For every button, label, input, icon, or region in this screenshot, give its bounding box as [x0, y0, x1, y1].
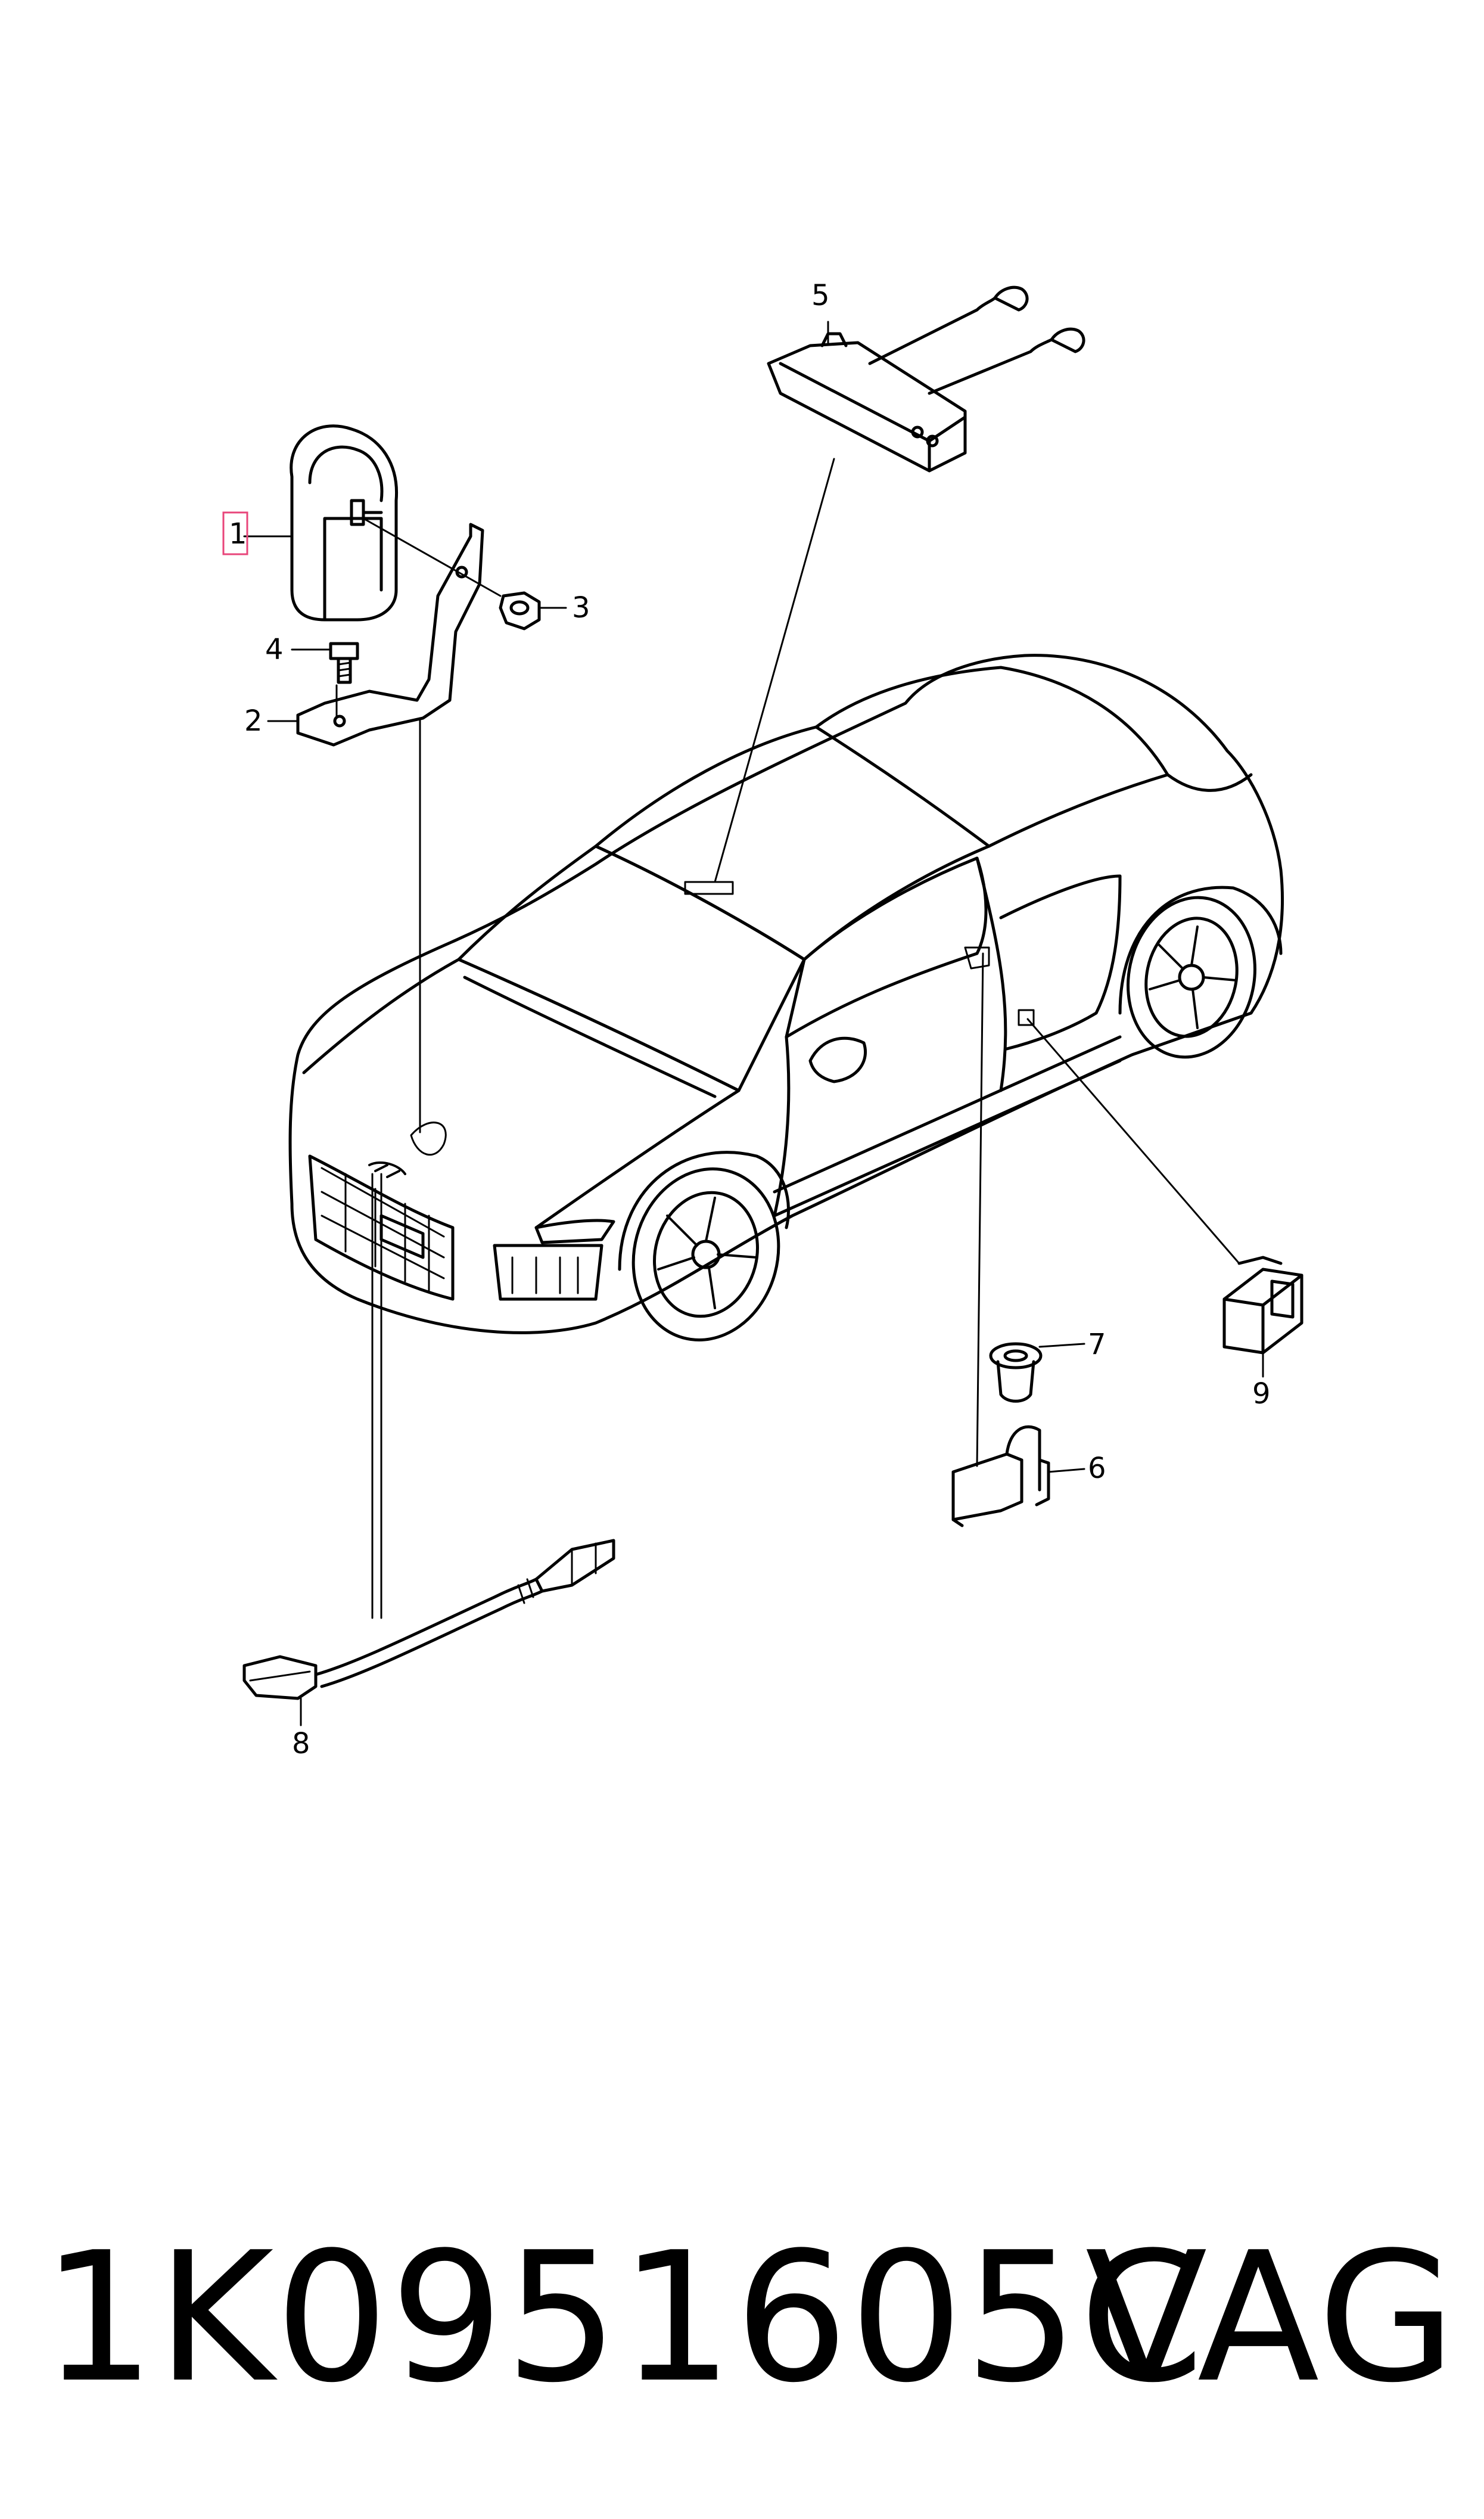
leader-lines: [243, 321, 1264, 1726]
callout-6: 6: [1088, 1452, 1106, 1485]
grommet-part: [989, 1342, 1043, 1403]
latch-switch-part: [1222, 1256, 1303, 1355]
bolt-part: [329, 642, 359, 684]
wiring-harness-part: [242, 1539, 615, 1700]
callout-5: 5: [811, 279, 830, 312]
door-contact-part: [951, 1425, 1050, 1527]
callout-8: 8: [292, 1727, 310, 1760]
brand-text: VAG: [1085, 2214, 1457, 2422]
part-number-text: 1K0951605C: [42, 2214, 1206, 2422]
callout-1: 1: [229, 517, 247, 551]
callout-2: 2: [244, 704, 263, 738]
callout-1-highlight: [222, 511, 248, 555]
callout-9: 9: [1252, 1377, 1271, 1411]
callout-3: 3: [572, 591, 590, 625]
car-illustration: [288, 654, 1284, 1341]
callout-4: 4: [265, 633, 284, 666]
module-part: [767, 285, 1085, 473]
nut-part: [499, 591, 541, 630]
horn-part: [290, 424, 399, 622]
callout-7: 7: [1088, 1328, 1106, 1361]
